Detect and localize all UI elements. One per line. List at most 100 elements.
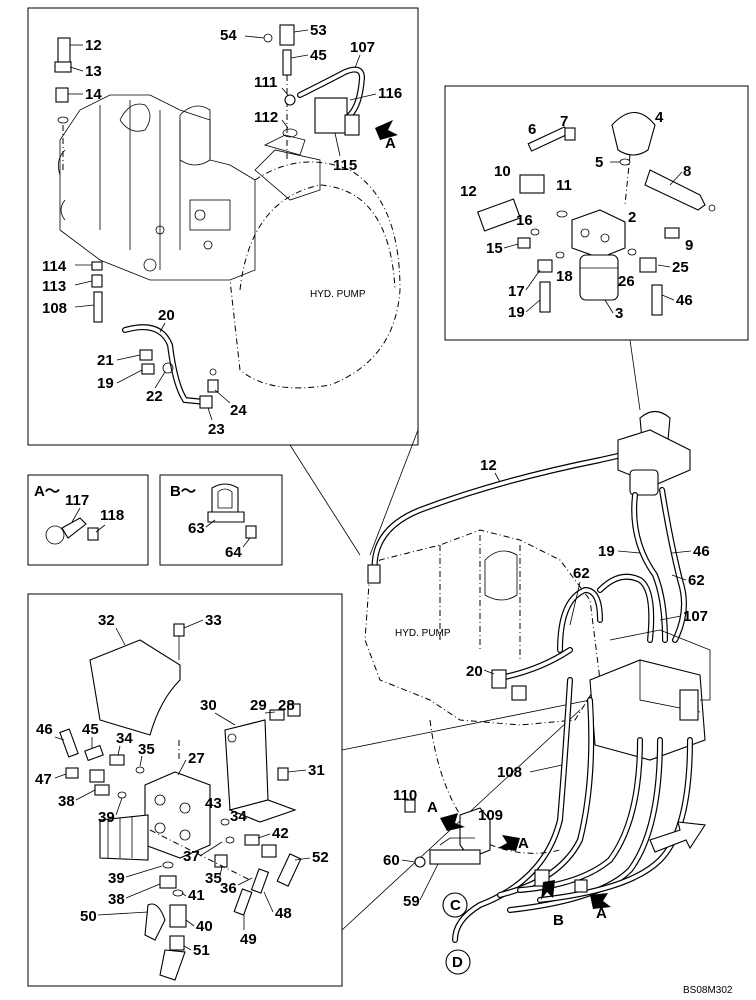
valve-frame-leader: [341, 699, 591, 751]
detail-b-frame: [159, 474, 283, 566]
svg-text:113: 113: [42, 278, 66, 295]
svg-text:26: 26: [618, 273, 635, 290]
svg-text:118: 118: [100, 507, 124, 524]
svg-text:17: 17: [508, 283, 525, 300]
svg-text:7: 7: [560, 113, 568, 130]
detail-a: A～ 117 118: [34, 483, 124, 545]
hydraulic-pump-drawing: [57, 94, 401, 389]
arrow-a-2: [498, 835, 520, 851]
svg-text:19: 19: [97, 375, 114, 392]
svg-text:48: 48: [275, 905, 292, 922]
svg-text:16: 16: [516, 212, 533, 229]
svg-text:5: 5: [595, 154, 603, 171]
filter-callouts: 4 6 7 5 8 10 11 12 2 16 15 9 17 18 26 25…: [460, 109, 693, 322]
svg-text:53: 53: [310, 22, 327, 39]
detail-b: B～ 63 64: [170, 483, 257, 561]
svg-text:59: 59: [403, 893, 420, 910]
svg-text:23: 23: [208, 421, 225, 438]
svg-text:43: 43: [205, 795, 222, 812]
pump-label: HYD. PUMP: [310, 289, 366, 300]
svg-text:51: 51: [193, 942, 210, 959]
svg-text:107: 107: [350, 39, 375, 56]
svg-text:39: 39: [98, 809, 115, 826]
svg-text:64: 64: [225, 544, 242, 561]
svg-text:108: 108: [497, 764, 522, 781]
svg-text:116: 116: [378, 85, 402, 102]
svg-text:21: 21: [97, 352, 114, 369]
svg-text:42: 42: [272, 825, 289, 842]
svg-text:10: 10: [494, 163, 511, 180]
svg-text:54: 54: [220, 27, 237, 44]
svg-text:33: 33: [205, 612, 222, 629]
svg-text:39: 39: [108, 870, 125, 887]
pump-frame-leader: [289, 444, 361, 556]
svg-text:19: 19: [598, 543, 615, 560]
svg-text:B～: B～: [170, 483, 196, 500]
svg-text:112: 112: [254, 109, 278, 126]
main-assembly-drawing: [364, 410, 711, 975]
svg-text:28: 28: [278, 697, 295, 714]
svg-text:52: 52: [312, 849, 329, 866]
pump-frame-leader-2: [369, 429, 419, 556]
svg-text:114: 114: [42, 258, 67, 275]
svg-text:50: 50: [80, 908, 97, 925]
svg-text:32: 32: [98, 612, 115, 629]
svg-text:C: C: [450, 897, 461, 914]
svg-text:38: 38: [58, 793, 75, 810]
svg-text:108: 108: [42, 300, 67, 317]
filter-frame-leader: [629, 339, 641, 411]
detail-a-frame: [27, 474, 149, 566]
arrow-a-marker: [375, 120, 398, 140]
svg-text:34: 34: [230, 808, 247, 825]
svg-text:12: 12: [460, 183, 477, 200]
svg-text:34: 34: [116, 730, 133, 747]
svg-text:3: 3: [615, 305, 623, 322]
circle-ref-c: [442, 892, 468, 918]
svg-text:41: 41: [188, 887, 205, 904]
svg-text:4: 4: [655, 109, 664, 126]
svg-text:A: A: [427, 799, 438, 816]
svg-text:12: 12: [85, 37, 102, 54]
filter-detail-frame: [444, 85, 749, 341]
svg-text:11: 11: [556, 177, 572, 194]
arrow-a-3: [590, 893, 611, 909]
svg-text:A: A: [385, 135, 396, 152]
drawing-reference-code: BS08M302: [683, 985, 733, 996]
svg-text:46: 46: [676, 292, 693, 309]
svg-text:2: 2: [628, 209, 636, 226]
svg-text:115: 115: [333, 157, 357, 174]
svg-text:63: 63: [188, 520, 205, 537]
svg-text:30: 30: [200, 697, 217, 714]
svg-text:A: A: [518, 835, 529, 852]
svg-text:22: 22: [146, 388, 163, 405]
svg-text:49: 49: [240, 931, 257, 948]
svg-text:13: 13: [85, 63, 102, 80]
svg-text:27: 27: [188, 750, 205, 767]
pilot-filter-drawing: [477, 111, 716, 316]
svg-text:35: 35: [205, 870, 222, 887]
svg-text:19: 19: [508, 304, 525, 321]
svg-text:15: 15: [486, 240, 503, 257]
svg-text:18: 18: [556, 268, 573, 285]
arrow-b: [541, 880, 555, 900]
svg-text:A: A: [596, 905, 607, 922]
svg-text:107: 107: [683, 608, 708, 625]
solenoid-valve-drawing: [59, 623, 302, 981]
valve-detail-frame: [27, 593, 343, 987]
svg-text:46: 46: [36, 721, 53, 738]
svg-text:31: 31: [308, 762, 325, 779]
svg-text:35: 35: [138, 741, 155, 758]
svg-text:8: 8: [683, 163, 691, 180]
main-pump-label: HYD. PUMP: [395, 628, 451, 639]
svg-text:14: 14: [85, 86, 102, 103]
svg-text:B: B: [553, 912, 564, 929]
svg-text:25: 25: [672, 259, 689, 276]
pump-callouts: 12 13 14 54 53 45 107 111 116 112 115 11…: [42, 22, 402, 438]
view-markers: A A A B A C D: [385, 135, 607, 971]
circle-ref-d: [445, 949, 471, 975]
svg-text:109: 109: [478, 807, 503, 824]
svg-text:110: 110: [393, 787, 417, 804]
svg-text:24: 24: [230, 402, 247, 419]
